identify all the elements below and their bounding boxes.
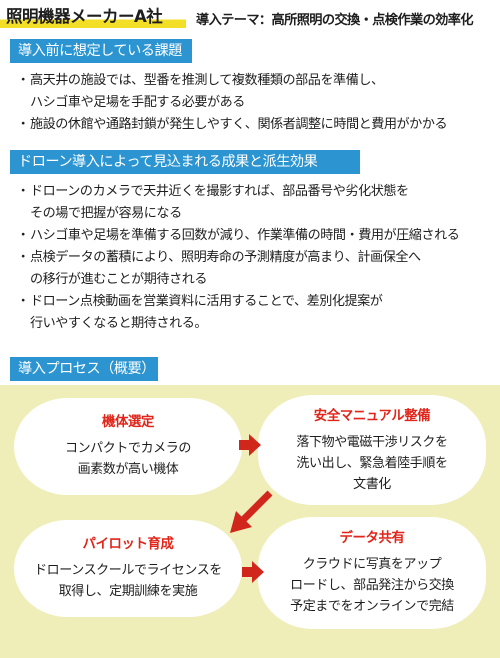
step-title: パイロット育成 xyxy=(82,537,174,552)
item-line: 行いやすくなると期待される。 xyxy=(30,316,208,331)
item-line: ハシゴ車や足場を手配する必要がある xyxy=(30,95,245,110)
bullet-glyph: ・ xyxy=(16,294,30,309)
item-line: 高天井の施設では、型番を推測して複数種類の部品を準備し、 xyxy=(30,73,384,88)
section-before-header: 導入前に想定している課題 xyxy=(10,39,192,63)
bullet-glyph: ・ xyxy=(16,228,30,243)
bullet-glyph: ・ xyxy=(16,73,30,88)
item-line: ドローン点検動画を営業資料に活用することで、差別化提案が xyxy=(30,294,383,309)
section-effects-header: ドローン導入によって見込まれる成果と派生効果 xyxy=(10,150,360,174)
step-description: 洗い出し、緊急着陸手順を xyxy=(296,456,448,471)
step-description: 文書化 xyxy=(353,477,391,492)
section-before-list: ・ 高天井の施設では、型番を推測して複数種類の部品を準備し、 ハシゴ車や足場を手… xyxy=(16,70,448,136)
section-effects-list: ・ ドローンのカメラで天井近くを撮影すれば、部品番号や劣化状態を その場で把握が… xyxy=(16,181,460,335)
step-description: 落下物や電磁干渉リスクを xyxy=(296,435,448,450)
item-line: ハシゴ車や足場を準備する回数が減り、作業準備の時間・費用が圧縮される xyxy=(30,228,460,243)
company-name: 照明機器メーカーA社 xyxy=(0,5,186,28)
list-item: ・ 点検データの蓄積により、照明寿命の予測精度が高まり、計画保全へ の移行が進む… xyxy=(16,247,459,291)
arrow-down-left-icon xyxy=(230,490,273,533)
step-description: ドローンスクールでライセンスを xyxy=(34,563,222,578)
step-description: 取得し、定期訓練を実施 xyxy=(58,584,198,599)
process-diagram: 機体選定 コンパクトでカメラの 画素数が高い機体 安全マニュアル整備 落下物や電… xyxy=(0,385,500,658)
list-item: ・ ドローンのカメラで天井近くを撮影すれば、部品番号や劣化状態を その場で把握が… xyxy=(16,181,459,225)
bullet-glyph: ・ xyxy=(16,250,30,265)
section-process-header: 導入プロセス（概要） xyxy=(10,357,158,381)
list-item: ・ ドローン点検動画を営業資料に活用することで、差別化提案が 行いやすくなると期… xyxy=(16,291,459,335)
step-title: 機体選定 xyxy=(102,415,154,430)
step-title: 安全マニュアル整備 xyxy=(313,409,431,424)
step-description: クラウドに写真をアップ xyxy=(302,557,442,572)
list-item: ・ ハシゴ車や足場を準備する回数が減り、作業準備の時間・費用が圧縮される xyxy=(16,225,460,247)
step-card-machine-selection: 機体選定 コンパクトでカメラの 画素数が高い機体 xyxy=(14,398,242,495)
arrow-right-icon xyxy=(242,561,264,583)
bullet-glyph: ・ xyxy=(16,117,30,132)
theme-title: 導入テーマ：高所照明の交換・点検作業の効率化 xyxy=(196,13,474,28)
step-card-data-sharing: データ共有 クラウドに写真をアップ ロードし、部品発注から交換 予定までをオンラ… xyxy=(258,517,486,629)
step-description: ロードし、部品発注から交換 xyxy=(290,578,454,593)
item-line: の移行が進むことが期待される xyxy=(30,272,208,287)
step-description: 画素数が高い機体 xyxy=(77,462,179,477)
item-line: 施設の休館や通路封鎖が発生しやすく、関係者調整に時間と費用がかかる xyxy=(30,117,448,132)
item-line: 点検データの蓄積により、照明寿命の予測精度が高まり、計画保全へ xyxy=(30,250,421,265)
bullet-glyph: ・ xyxy=(16,184,30,199)
item-line: ドローンのカメラで天井近くを撮影すれば、部品番号や劣化状態を xyxy=(30,184,409,199)
step-title: データ共有 xyxy=(339,531,405,546)
step-card-pilot-training: パイロット育成 ドローンスクールでライセンスを 取得し、定期訓練を実施 xyxy=(14,520,242,617)
list-item: ・ 施設の休館や通路封鎖が発生しやすく、関係者調整に時間と費用がかかる xyxy=(16,114,448,136)
page-header: 照明機器メーカーA社 導入テーマ：高所照明の交換・点検作業の効率化 xyxy=(0,0,500,32)
arrow-right-icon xyxy=(239,434,261,456)
step-description: コンパクトでカメラの xyxy=(64,441,191,456)
step-card-safety-manual: 安全マニュアル整備 落下物や電磁干渉リスクを 洗い出し、緊急着陸手順を 文書化 xyxy=(258,395,486,505)
step-description: 予定までをオンラインで完結 xyxy=(290,599,454,614)
item-line: その場で把握が容易になる xyxy=(30,206,182,221)
list-item: ・ 高天井の施設では、型番を推測して複数種類の部品を準備し、 ハシゴ車や足場を手… xyxy=(16,70,447,114)
